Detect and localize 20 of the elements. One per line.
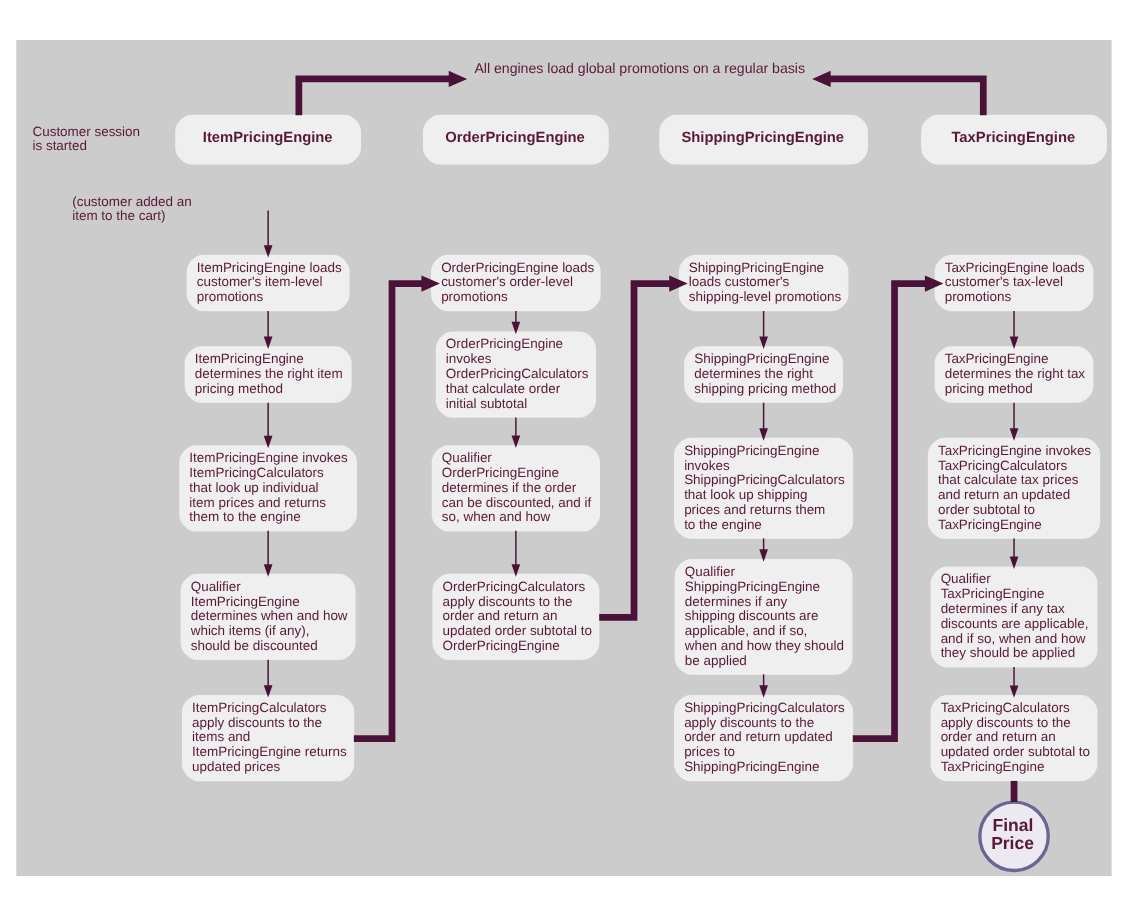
arrow (511, 416, 521, 448)
arrow (1009, 310, 1019, 350)
arrow (759, 310, 768, 350)
arrow (263, 530, 273, 577)
arrow (263, 658, 273, 698)
arrow (511, 310, 521, 335)
arrow (1009, 401, 1019, 441)
arrow (263, 401, 273, 449)
node-box: TaxPricingEngine (921, 114, 1107, 165)
arrow (1009, 537, 1019, 569)
arrow (263, 209, 273, 258)
arrow (1009, 666, 1019, 698)
node-box: ShippingPricingEngine (659, 114, 868, 165)
arrow (263, 310, 273, 350)
node-box: OrderPricingEngine (422, 114, 609, 165)
node-box: ItemPricingEngine (175, 114, 362, 165)
connector (1010, 780, 1018, 802)
arrow (759, 401, 768, 441)
arrow (511, 530, 521, 577)
node-circle: Final Price (978, 800, 1050, 873)
